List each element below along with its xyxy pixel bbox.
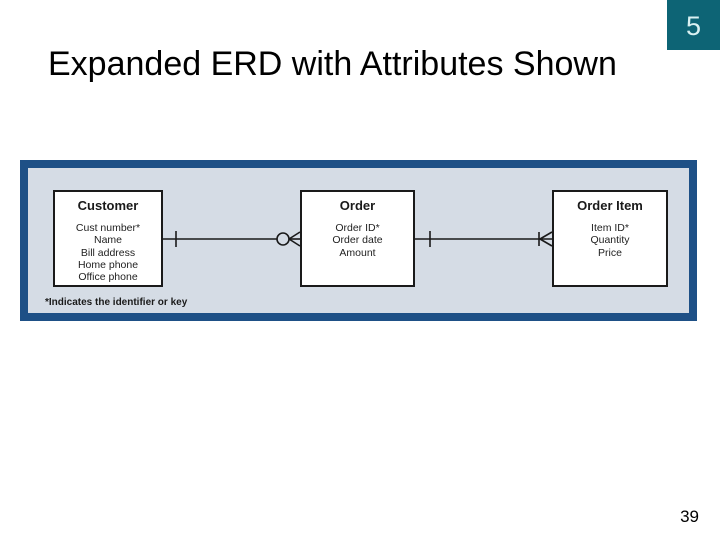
entity-attribute: Order date bbox=[332, 234, 383, 247]
footnote-identifier-key: *Indicates the identifier or key bbox=[45, 297, 188, 308]
entity-customer-title: Customer bbox=[77, 198, 139, 213]
entity-attribute: Office phone bbox=[78, 271, 138, 284]
slide-number-badge: 5 bbox=[667, 0, 720, 50]
entity-attribute: Price bbox=[598, 246, 622, 259]
entity-attribute: Amount bbox=[339, 246, 376, 259]
entity-attribute: Bill address bbox=[80, 246, 136, 259]
relationship-customer-order-one-to-zero-or-many bbox=[163, 231, 301, 247]
entity-attribute: Order ID* bbox=[335, 222, 380, 234]
entity-order-item-title: Order Item bbox=[577, 198, 643, 213]
entity-order-title: Order bbox=[339, 198, 376, 213]
entity-attribute: Cust number* bbox=[75, 222, 141, 234]
slide-title: Expanded ERD with Attributes Shown bbox=[48, 45, 617, 83]
entity-attribute: Item ID* bbox=[591, 222, 629, 234]
slide-number: 5 bbox=[685, 10, 702, 41]
entity-attribute: Name bbox=[93, 234, 122, 247]
entity-attribute: Home phone bbox=[77, 258, 139, 271]
entity-attribute: Quantity bbox=[590, 234, 630, 247]
relationship-order-orderitem-one-to-one-or-many bbox=[415, 231, 553, 247]
page-number: 39 bbox=[680, 507, 699, 526]
